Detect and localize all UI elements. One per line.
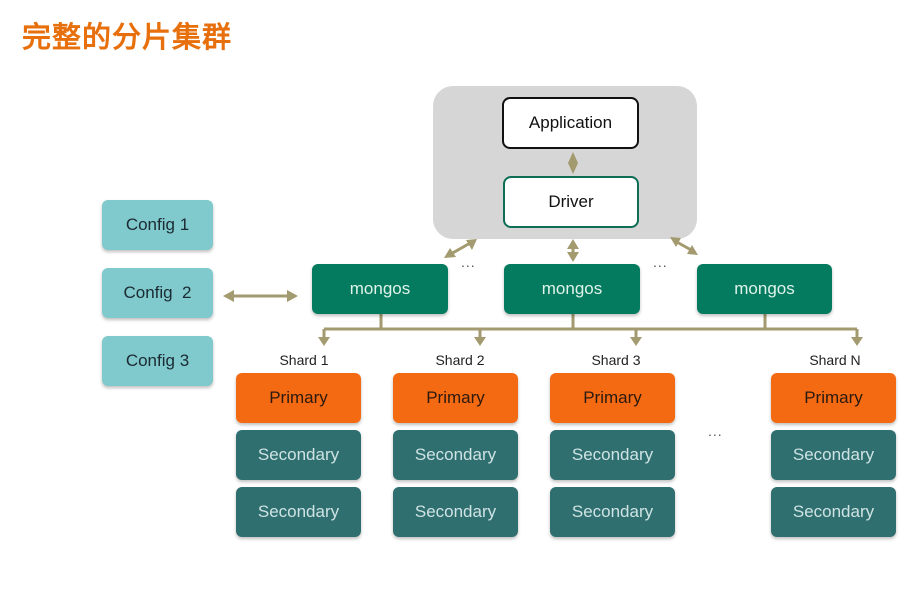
shard-n-secondary-1: Secondary [771, 430, 896, 480]
shard-3-arrow [630, 337, 642, 346]
shard-2-secondary-1: Secondary [393, 430, 518, 480]
page-title: 完整的分片集群 [22, 20, 233, 54]
shard-2-primary: Primary [393, 373, 518, 423]
shard-1-secondary-1: Secondary [236, 430, 361, 480]
shard-1-arrow [318, 337, 330, 346]
shard-3-primary: Primary [550, 373, 675, 423]
mongos-router-3: mongos [697, 264, 832, 314]
config-server-1: Config 1 [102, 200, 213, 250]
config-server-2: Config 2 [102, 268, 213, 318]
shard-1-primary: Primary [236, 373, 361, 423]
shard-2-secondary-2: Secondary [393, 487, 518, 537]
shard-2-label: Shard 2 [435, 352, 485, 368]
shard-2-arrow [474, 337, 486, 346]
mongos-router-2: mongos [504, 264, 640, 314]
driver-mongos-2-link [567, 239, 579, 249]
application-node: Application [502, 97, 639, 149]
shard-n-primary: Primary [771, 373, 896, 423]
mongos-ellipsis-1: ... [461, 254, 476, 270]
shard-n-arrow [851, 337, 863, 346]
app-driver-link [568, 152, 578, 174]
shard-n-label: Shard N [809, 352, 861, 368]
shard-n-secondary-2: Secondary [771, 487, 896, 537]
mongos-router-1: mongos [312, 264, 448, 314]
driver-node: Driver [503, 176, 639, 228]
shard-3-label: Shard 3 [591, 352, 641, 368]
shard-1-secondary-2: Secondary [236, 487, 361, 537]
shard-3-secondary-2: Secondary [550, 487, 675, 537]
shard-3-secondary-1: Secondary [550, 430, 675, 480]
shard-1-label: Shard 1 [279, 352, 329, 368]
config-server-3: Config 3 [102, 336, 213, 386]
shard-ellipsis: ... [708, 423, 723, 439]
mongos-ellipsis-2: ... [653, 254, 668, 270]
